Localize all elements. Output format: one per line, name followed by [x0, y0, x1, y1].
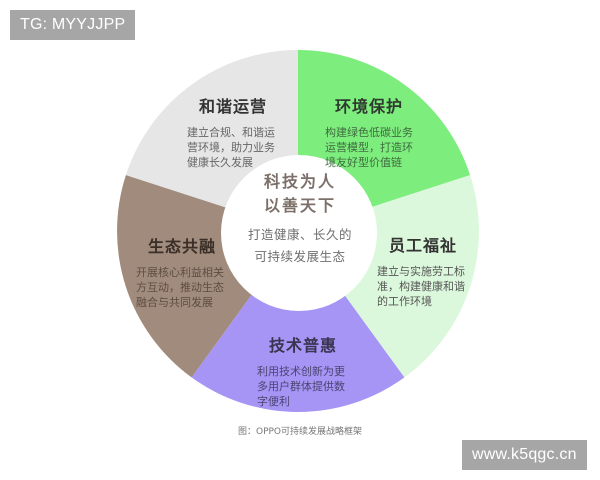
- segment-title: 技术普惠: [269, 336, 338, 355]
- label-ecosystem-integration: 生态共融 开展核心利益相关 方互动，推动生态 融合与共同发展: [136, 233, 224, 310]
- label-environment-protection: 环境保护 构建绿色低碳业务 运营模型，打造环 境友好型价值链: [325, 93, 413, 170]
- center-title-line2: 以善天下: [263, 196, 336, 215]
- segment-desc: 利用技术创新为更 多用户群体提供数 字便利: [257, 365, 345, 408]
- segment-desc: 构建绿色低碳业务 运营模型，打造环 境友好型价值链: [325, 126, 413, 169]
- watermark-bottom: www.k5qgc.cn: [462, 440, 587, 470]
- segment-desc: 建立合规、和谐运 营环境，助力业务 健康长久发展: [187, 126, 275, 169]
- segment-desc: 开展核心利益相关 方互动，推动生态 融合与共同发展: [136, 266, 224, 309]
- figure-caption: 图：OPPO可持续发展战略框架: [237, 427, 363, 437]
- segment-title: 和谐运营: [199, 97, 268, 116]
- label-harmonious-operation: 和谐运营 建立合规、和谐运 营环境，助力业务 健康长久发展: [187, 93, 275, 170]
- center-title-line1: 科技为人: [263, 172, 336, 191]
- segment-title: 生态共融: [148, 237, 217, 256]
- label-tech-inclusion: 技术普惠 利用技术创新为更 多用户群体提供数 字便利: [257, 332, 345, 409]
- watermark-top: TG: MYYJJPP: [10, 10, 136, 40]
- segment-desc: 建立与实施劳工标 准，构建健康和谐 的工作环境: [377, 265, 465, 308]
- segment-title: 员工福祉: [389, 236, 458, 255]
- label-employee-wellbeing: 员工福祉 建立与实施劳工标 准，构建健康和谐 的工作环境: [377, 232, 465, 309]
- segment-title: 环境保护: [335, 97, 404, 116]
- center-subtitle: 打造健康、长久的 可持续发展生态: [247, 227, 352, 264]
- center-label: 科技为人 以善天下 打造健康、长久的 可持续发展生态: [222, 170, 378, 268]
- center-circle: [221, 155, 377, 311]
- segment-tech-inclusion: [191, 231, 405, 412]
